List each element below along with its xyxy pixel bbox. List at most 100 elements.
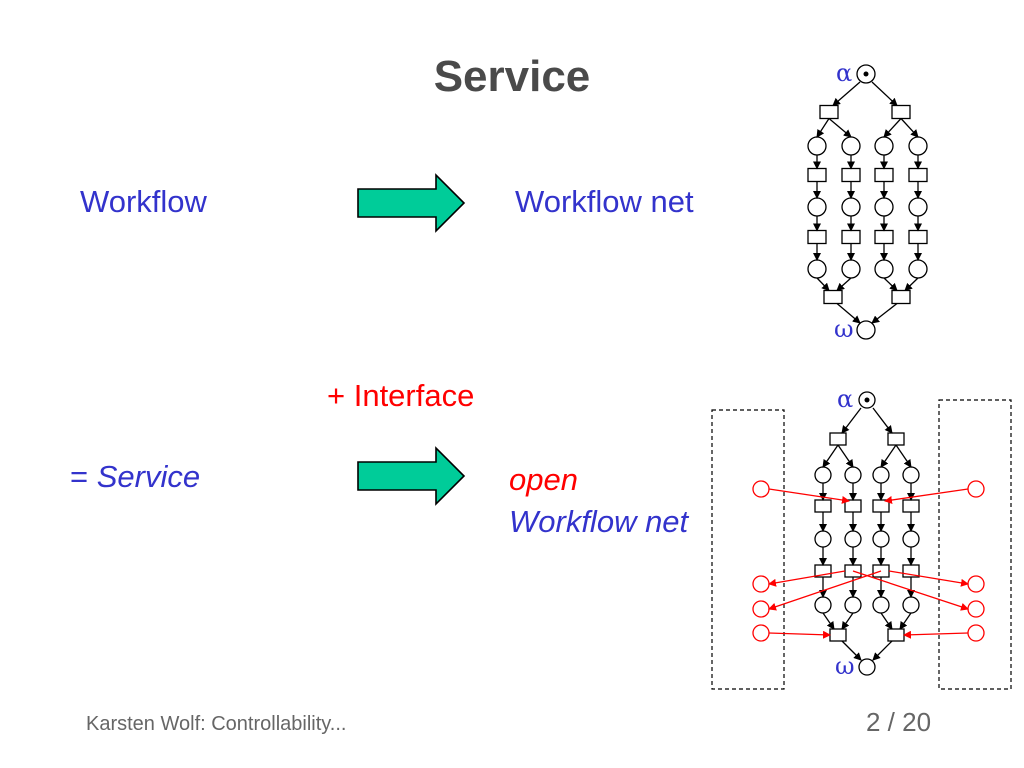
place (844, 530, 862, 548)
transition (829, 432, 847, 446)
workflow-net-diagram: αω (807, 59, 928, 343)
arc (880, 444, 897, 468)
transition (807, 167, 827, 183)
arc (816, 277, 830, 292)
place (967, 600, 985, 618)
transition (814, 499, 832, 513)
place (902, 530, 920, 548)
place (752, 600, 770, 618)
place (874, 197, 894, 217)
arc (836, 303, 861, 324)
arc (883, 277, 898, 292)
transition (844, 499, 862, 513)
service-word: Service (96, 459, 201, 494)
transition (887, 432, 905, 446)
arc (872, 640, 893, 661)
arc (852, 570, 969, 611)
equals-sign: = (70, 459, 97, 494)
place (874, 259, 894, 279)
place (872, 596, 890, 614)
arc (872, 407, 893, 434)
arc (836, 277, 852, 292)
arrow-right-icon (357, 173, 466, 233)
transition (819, 104, 839, 120)
arrow-right-icon (357, 446, 466, 506)
arc (822, 444, 839, 468)
place (814, 596, 832, 614)
arc (837, 444, 854, 468)
net-label: ω (835, 652, 855, 680)
arc (816, 118, 830, 138)
arc (832, 81, 861, 107)
place (844, 466, 862, 484)
place (872, 466, 890, 484)
footer-author: Karsten Wolf: Controllability... (86, 713, 347, 735)
transition (908, 229, 928, 245)
place (814, 466, 832, 484)
arc (883, 118, 902, 138)
footer-page-number: 2 / 20 (866, 707, 932, 737)
arc (768, 570, 846, 587)
net-label: α (837, 385, 853, 413)
arc (822, 612, 835, 630)
transition (823, 289, 843, 305)
arc (900, 118, 919, 138)
transition (908, 167, 928, 183)
interface-box-left (711, 409, 785, 690)
transition (872, 499, 890, 513)
place (841, 259, 861, 279)
transition (874, 167, 894, 183)
transition (887, 628, 905, 642)
arc (768, 630, 831, 639)
service-label: = Service (70, 459, 200, 495)
arc (841, 407, 862, 434)
place (841, 136, 861, 156)
place (908, 259, 928, 279)
place (752, 575, 770, 593)
interface-box-right (938, 399, 1012, 690)
token (864, 397, 870, 403)
arc (904, 277, 919, 292)
place (902, 466, 920, 484)
arc (871, 81, 898, 107)
place (902, 596, 920, 614)
arc (841, 612, 854, 630)
place (856, 320, 876, 340)
place (752, 480, 770, 498)
arc (768, 570, 882, 611)
arc (888, 570, 969, 587)
place (807, 197, 827, 217)
transition (891, 289, 911, 305)
transition (807, 229, 827, 245)
slide-title: Service (433, 52, 591, 101)
place (967, 480, 985, 498)
arc (768, 488, 850, 504)
open-workflow-net-label: open Workflow net (509, 459, 688, 543)
place (874, 136, 894, 156)
arc (903, 630, 969, 639)
arc (828, 118, 852, 138)
place (807, 259, 827, 279)
transition (874, 229, 894, 245)
place (844, 596, 862, 614)
place (858, 658, 876, 676)
place (872, 530, 890, 548)
workflow-net-label: Workflow net (515, 184, 694, 219)
place (807, 136, 827, 156)
interface-label: + Interface (327, 378, 475, 413)
transition (841, 167, 861, 183)
token (863, 71, 869, 77)
place (752, 624, 770, 642)
place (908, 136, 928, 156)
arc (899, 612, 912, 630)
arc (841, 640, 862, 661)
transition (902, 499, 920, 513)
transition (829, 628, 847, 642)
arc (884, 488, 969, 504)
place (967, 624, 985, 642)
transition (891, 104, 911, 120)
place (814, 530, 832, 548)
workflow-net-word: Workflow net (509, 504, 689, 539)
open-word: open (509, 462, 578, 497)
place (967, 575, 985, 593)
